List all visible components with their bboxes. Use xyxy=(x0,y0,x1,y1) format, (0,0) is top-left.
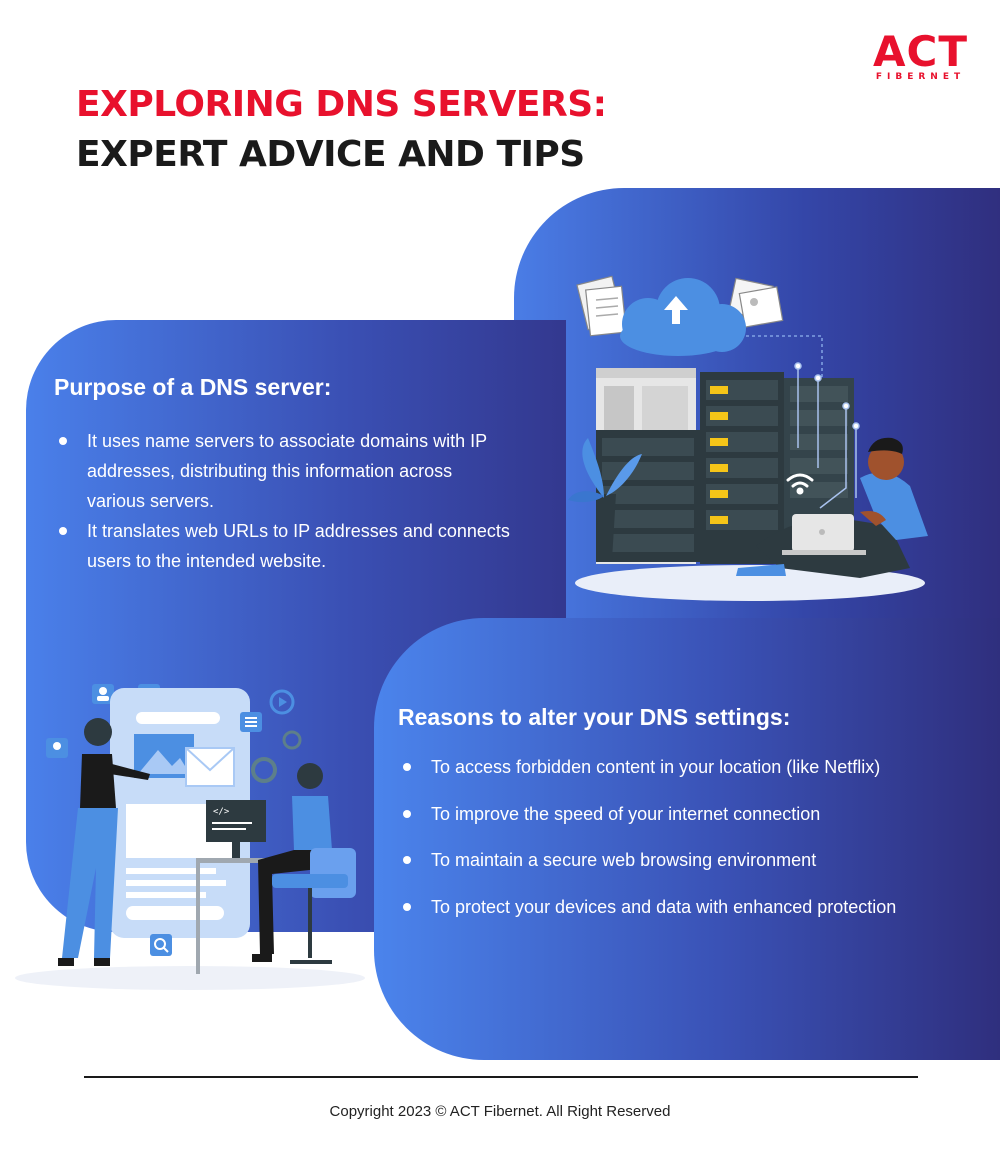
mail-icon xyxy=(185,747,235,787)
purpose-heading: Purpose of a DNS server: xyxy=(54,374,332,400)
svg-text:</>: </> xyxy=(213,807,230,817)
purpose-list: It uses name servers to associate domain… xyxy=(54,426,514,576)
purpose-item: It translates web URLs to IP addresses a… xyxy=(54,516,514,576)
gear-icon xyxy=(251,730,302,783)
reason-item: To maintain a secure web browsing enviro… xyxy=(398,847,978,894)
reasons-list: To access forbidden content in your loca… xyxy=(398,754,978,940)
act-fibernet-logo: ACT FIBERNET xyxy=(873,27,968,83)
reason-item: To protect your devices and data with en… xyxy=(398,894,978,941)
logo-wordmark: ACT xyxy=(873,27,968,76)
purpose-item: It uses name servers to associate domain… xyxy=(54,426,514,516)
woman-figure xyxy=(58,718,150,966)
reasons-heading: Reasons to alter your DNS settings: xyxy=(398,704,791,730)
person-with-laptop xyxy=(736,437,928,578)
background-panel-right xyxy=(374,618,1000,1060)
document-icon xyxy=(576,275,784,337)
page-title: EXPLORING DNS SERVERS: EXPERT ADVICE AND… xyxy=(76,80,607,180)
logo-subtext: FIBERNET xyxy=(875,72,966,82)
user-icon xyxy=(92,684,114,704)
code-icon: </> xyxy=(206,800,266,842)
ui-design-illustration: </> xyxy=(15,684,365,990)
menu-icon xyxy=(240,712,262,732)
reason-item: To access forbidden content in your loca… xyxy=(398,754,978,801)
title-line-2: EXPERT ADVICE AND TIPS xyxy=(76,134,585,175)
search-icon xyxy=(150,934,172,956)
server-illustration xyxy=(568,275,928,601)
location-pin-icon xyxy=(46,738,68,758)
cloud-upload-icon xyxy=(620,278,746,356)
man-figure xyxy=(252,763,356,964)
image-icon xyxy=(134,734,194,778)
footer-divider xyxy=(84,1076,918,1078)
title-line-1: EXPLORING DNS SERVERS: xyxy=(76,84,607,125)
plant-icon xyxy=(568,438,642,560)
reason-item: To improve the speed of your internet co… xyxy=(398,801,978,848)
wifi-icon xyxy=(786,473,814,495)
copyright-text: Copyright 2023 © ACT Fibernet. All Right… xyxy=(329,1103,671,1120)
server-rack-icon xyxy=(596,368,854,564)
play-icon xyxy=(269,689,295,715)
